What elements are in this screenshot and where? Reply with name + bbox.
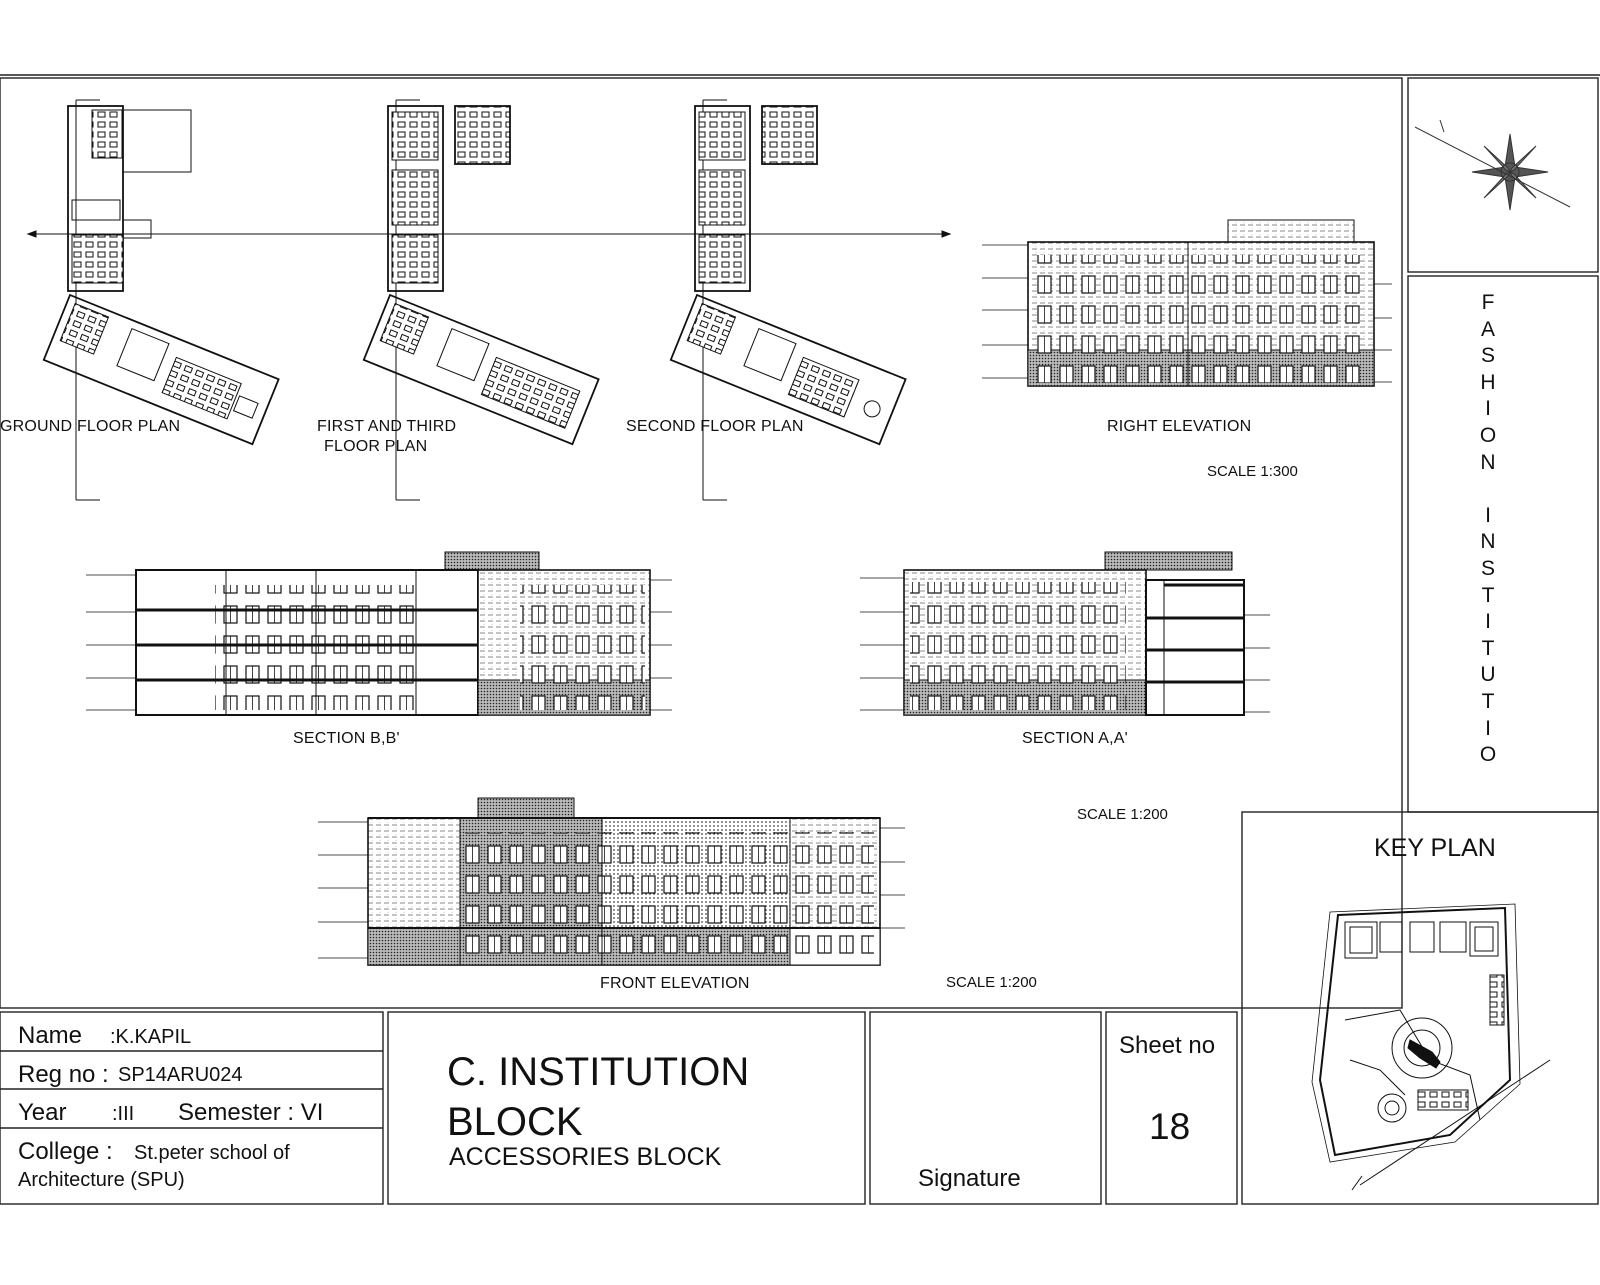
reg-label: Reg no :	[18, 1061, 109, 1088]
college-value: St.peter school of	[134, 1142, 290, 1164]
project-title-line1: C. INSTITUTION	[447, 1050, 750, 1094]
semester-label: Semester : VI	[178, 1099, 324, 1126]
second-floor-plan-label: SECOND FLOOR PLAN	[626, 418, 804, 435]
key-plan-title: KEY PLAN	[1374, 834, 1496, 862]
title-letter: F	[1481, 291, 1495, 314]
title-letter: N	[1480, 530, 1496, 554]
section-line-aa	[26, 230, 952, 238]
project-title-line2: BLOCK	[447, 1100, 583, 1144]
project-subtitle: ACCESSORIES BLOCK	[449, 1143, 722, 1171]
sheet-number-value: 18	[1149, 1106, 1191, 1147]
name-value: :K.KAPIL	[110, 1026, 192, 1048]
ground-floor-plan	[42, 99, 280, 501]
front-elevation-label: FRONT ELEVATION	[600, 975, 750, 992]
ground-floor-plan-label: GROUND FLOOR PLAN	[0, 418, 181, 435]
year-label: Year	[18, 1099, 67, 1126]
second-floor-plan	[669, 99, 907, 501]
first-third-floor-plan-label: FIRST AND THIRD	[317, 418, 457, 435]
title-letter: I	[1485, 716, 1491, 740]
college-value-line2: Architecture (SPU)	[18, 1169, 185, 1191]
title-letter: H	[1480, 370, 1496, 394]
first-third-floor-plan-label-line2: FLOOR PLAN	[324, 438, 428, 455]
sheet-frame	[0, 74, 1600, 1205]
title-letter	[1468, 476, 1508, 503]
sheet-number-label: Sheet no	[1119, 1032, 1216, 1059]
section-bb-label: SECTION B,B'	[293, 730, 400, 747]
title-letter: N	[1480, 450, 1496, 474]
title-letter: U	[1480, 663, 1496, 687]
section-bb	[86, 551, 672, 716]
title-letter: S	[1480, 556, 1495, 580]
signature-label: Signature	[918, 1165, 1021, 1192]
title-letter: O	[1479, 423, 1497, 447]
college-label: College :	[18, 1138, 113, 1165]
front-elevation	[318, 797, 905, 966]
section-aa-label: SECTION A,A'	[1022, 730, 1128, 747]
title-letter: I	[1485, 610, 1491, 634]
title-letter: T	[1481, 689, 1495, 713]
section-aa	[860, 551, 1270, 716]
title-letter: T	[1481, 636, 1495, 660]
name-label: Name	[18, 1022, 83, 1049]
scale-label-right-elevation: SCALE 1:300	[1207, 463, 1298, 480]
first-third-floor-plan	[362, 99, 600, 501]
year-value: :III	[112, 1103, 135, 1125]
right-elevation-label: RIGHT ELEVATION	[1107, 418, 1252, 435]
right-elevation	[982, 219, 1392, 387]
reg-value: SP14ARU024	[118, 1064, 243, 1086]
title-letter: T	[1481, 583, 1495, 607]
title-letter: O	[1479, 743, 1497, 767]
vertical-project-title: F A S H I O N I N S T I T U T I O	[1468, 290, 1508, 769]
title-letter: I	[1485, 503, 1491, 527]
scale-label-sections: SCALE 1:200	[1077, 806, 1168, 823]
title-letter: A	[1480, 317, 1495, 341]
title-letter: I	[1485, 397, 1491, 421]
title-letter: S	[1480, 344, 1495, 368]
key-plan-site-map	[1311, 903, 1551, 1191]
scale-label-front-elevation: SCALE 1:200	[946, 974, 1037, 991]
north-arrow-icon	[1414, 119, 1571, 211]
